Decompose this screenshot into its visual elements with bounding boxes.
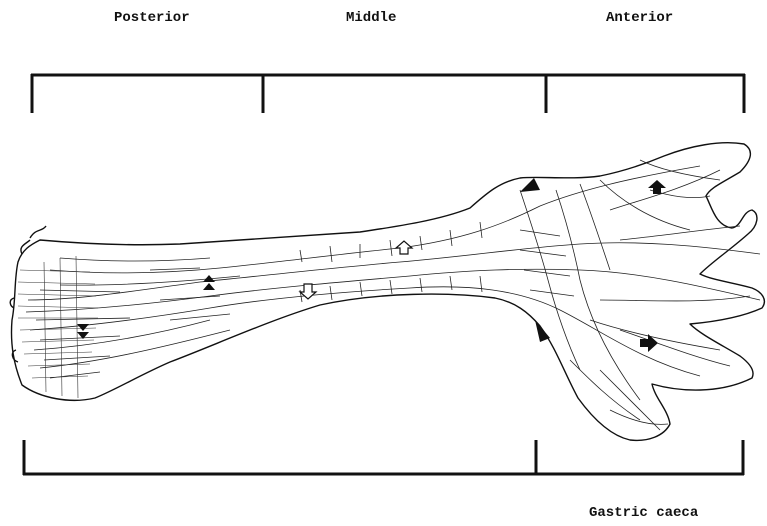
filled-double-arrow-up-icon [203,275,215,290]
open-arrow-down-icon [300,284,316,299]
filled-arrow-up-icon [648,180,666,194]
region-bracket-bottom [23,440,744,475]
arrowhead-pointer-icon [535,320,550,342]
filled-arrow-right-icon [640,334,658,352]
region-bracket-top [31,74,745,113]
open-arrow-up-icon [396,241,412,254]
arrowhead-pointer-icon [520,178,540,192]
